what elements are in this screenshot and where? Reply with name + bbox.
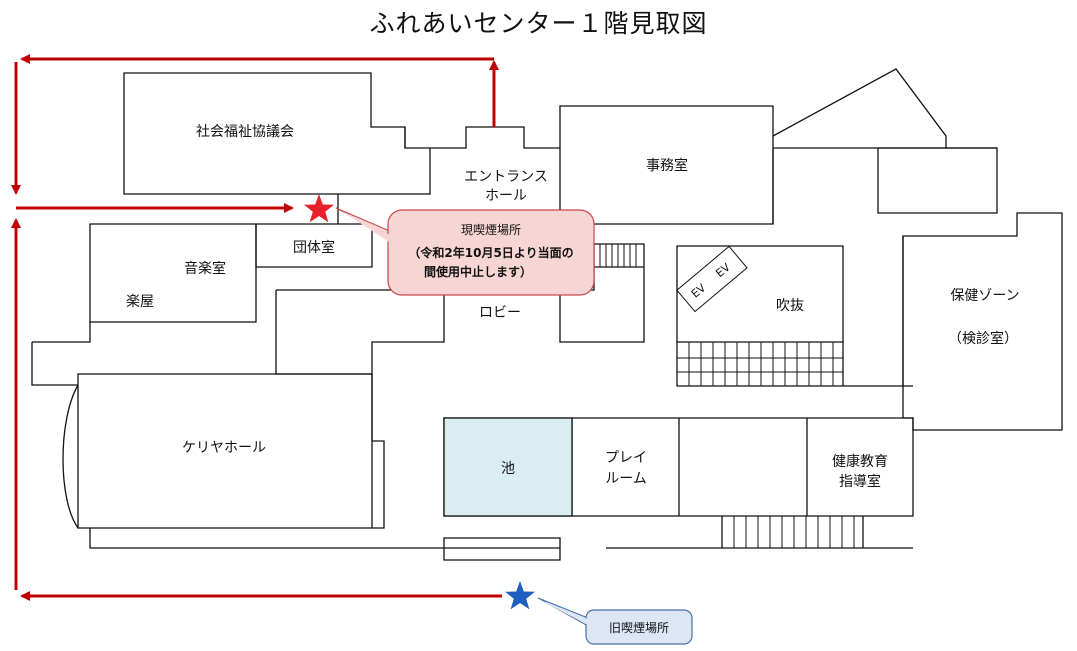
label-hoken-zone: 保健ゾーン: [950, 288, 1019, 304]
stair-hatching: [599, 244, 855, 548]
label-kenko-line2: 指導室: [839, 473, 881, 490]
label-entrance-line1: エントランス: [464, 169, 548, 185]
room-entrance-hall: [430, 126, 560, 149]
label-lobby: ロビー: [479, 305, 521, 321]
label-fukinuke: 吹抜: [776, 298, 804, 314]
label-entrance-line2: ホール: [485, 188, 527, 204]
building-walls: [31, 68, 1063, 561]
current-smoking-callout: 現喫煙場所 （令和2年10月5日より当面の 間使用中止します）: [335, 207, 595, 296]
current-callout-line2: （令和2年10月5日より当面の: [408, 245, 573, 260]
label-keriya-hall: ケリヤホール: [182, 440, 266, 456]
pond-area: [443, 417, 573, 517]
room-hoken-zone: [902, 212, 1063, 431]
map-title: ふれあいセンター１階見取図: [369, 9, 708, 38]
label-shakai-fukushi: 社会福祉協議会: [196, 123, 294, 140]
room-labels: 社会福祉協議会 エントランス ホール 事務室 団体室 音楽室 楽屋 ロビー 吹抜…: [126, 123, 1020, 490]
current-callout-line3: 間使用中止します）: [424, 264, 532, 279]
elevator-box: EV EV: [676, 245, 748, 313]
old-callout-line1: 旧喫煙場所: [609, 621, 669, 635]
label-kenshinshitsu: （検診室）: [948, 330, 1018, 347]
roof-outline: [772, 68, 947, 149]
label-jimushitsu: 事務室: [646, 157, 688, 174]
label-kenko-line1: 健康教育: [832, 453, 888, 470]
red-star-icon: [304, 194, 334, 223]
label-ike: 池: [501, 461, 515, 477]
label-play-room-line2: ルーム: [605, 471, 647, 487]
old-smoking-callout: 旧喫煙場所: [537, 597, 693, 645]
route-arrows: [11, 54, 502, 601]
label-gakuya: 楽屋: [126, 294, 154, 310]
current-callout-line1: 現喫煙場所: [461, 223, 521, 237]
blue-star-icon: [505, 581, 535, 610]
stairs-lobby: [559, 243, 645, 343]
label-ongakushitsu: 音楽室: [184, 260, 226, 277]
label-play-room-line1: プレイ: [605, 450, 647, 466]
label-dantaishitsu: 団体室: [293, 239, 335, 256]
room-ongakushitsu: [89, 223, 257, 323]
